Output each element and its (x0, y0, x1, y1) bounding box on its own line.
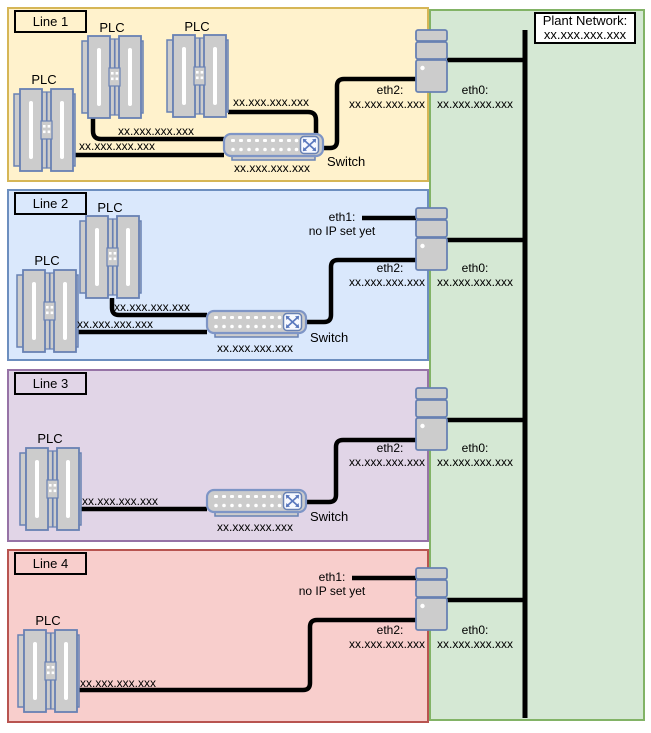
plc-ip-label: xx.xxx.xxx.xxx (79, 139, 155, 153)
plc-ip-label: xx.xxx.xxx.xxx (118, 124, 194, 138)
eth1-note-label: no IP set yet (299, 584, 366, 598)
eth2-label: eth2: (377, 83, 404, 97)
plant-network-label-group: Plant Network: xx.xxx.xxx.xxx (534, 12, 636, 44)
plant-network-label-box (534, 12, 636, 44)
plc-ip-label: xx.xxx.xxx.xxx (80, 676, 156, 690)
cable-plc-to-switch (90, 118, 224, 142)
switch-ip-label: xx.xxx.xxx.xxx (217, 520, 293, 534)
plc-ip-label: xx.xxx.xxx.xxx (82, 494, 158, 508)
eth0-label: eth0: (462, 623, 489, 637)
eth2-ip-label: xx.xxx.xxx.xxx (349, 637, 425, 651)
line-3-title: Line 3 (33, 376, 68, 391)
eth1-note-label: no IP set yet (309, 224, 376, 238)
switch-label: Switch (310, 509, 348, 524)
plc-icon (16, 269, 79, 353)
eth0-ip-label: xx.xxx.xxx.xxx (437, 637, 513, 651)
eth0-label: eth0: (462, 83, 489, 97)
plc-icon (81, 35, 144, 119)
plc-ip-label: xx.xxx.xxx.xxx (77, 317, 153, 331)
switch-label: Switch (327, 154, 365, 169)
plant-network-region (429, 9, 645, 721)
eth0-label: eth0: (462, 261, 489, 275)
cable-plc-to-switch (228, 109, 319, 136)
plc-label: PLC (37, 431, 62, 446)
line-2-label-box (14, 192, 87, 215)
line-3-label-box (14, 372, 87, 395)
eth0-label: eth0: (462, 441, 489, 455)
plc-label: PLC (31, 72, 56, 87)
line-3-group: Line 3 PLC xx.xxx.xxx.xxx Switch xx.xxx.… (14, 372, 525, 534)
switch-icon (205, 309, 308, 339)
plc-icon (166, 34, 229, 118)
plc-label: PLC (99, 20, 124, 35)
server-icon (415, 387, 448, 451)
plc-icon (13, 88, 76, 172)
line-1-label-box (14, 10, 87, 33)
plc-label: PLC (34, 253, 59, 268)
switch-ip-label: xx.xxx.xxx.xxx (234, 161, 310, 175)
cable-switch-to-server-eth2 (306, 437, 416, 505)
plant-network-ip-label: xx.xxx.xxx.xxx (544, 27, 627, 42)
line-2-title: Line 2 (33, 196, 68, 211)
line-1-group: Line 1 PLC PLC PLC xx.xxx.xxx.xxx xx.xxx… (13, 10, 525, 175)
plc-ip-label: xx.xxx.xxx.xxx (233, 95, 309, 109)
line-2-group: Line 2 PLC PLC xx.xxx.xxx.xxx xx.xxx.xxx… (14, 192, 525, 355)
plc-label: PLC (184, 19, 209, 34)
cable-plc-to-server-eth2 (79, 617, 416, 693)
plc-icon (17, 629, 80, 713)
switch-label: Switch (310, 330, 348, 345)
eth0-ip-label: xx.xxx.xxx.xxx (437, 275, 513, 289)
eth2-ip-label: xx.xxx.xxx.xxx (349, 97, 425, 111)
line-4-label-box (14, 552, 87, 575)
switch-icon (205, 488, 308, 518)
plc-icon (79, 215, 142, 299)
eth1-label: eth1: (319, 570, 346, 584)
plc-ip-label: xx.xxx.xxx.xxx (114, 300, 190, 314)
cable-plc-to-switch (109, 298, 207, 318)
plant-network-title: Plant Network: (543, 13, 628, 28)
eth0-ip-label: xx.xxx.xxx.xxx (437, 97, 513, 111)
switch-icon (222, 132, 325, 162)
line-4-title: Line 4 (33, 556, 68, 571)
eth2-label: eth2: (377, 441, 404, 455)
cable-switch-to-server-eth2 (323, 76, 416, 151)
plc-icon (19, 447, 82, 531)
eth0-ip-label: xx.xxx.xxx.xxx (437, 455, 513, 469)
switch-ip-label: xx.xxx.xxx.xxx (217, 341, 293, 355)
server-icon (415, 567, 448, 631)
server-icon (415, 207, 448, 271)
plc-label: PLC (35, 613, 60, 628)
eth2-label: eth2: (377, 261, 404, 275)
eth1-label: eth1: (329, 210, 356, 224)
eth2-ip-label: xx.xxx.xxx.xxx (349, 275, 425, 289)
cable-switch-to-server-eth2 (306, 257, 416, 325)
plc-label: PLC (97, 200, 122, 215)
eth2-ip-label: xx.xxx.xxx.xxx (349, 455, 425, 469)
line-4-group: Line 4 PLC xx.xxx.xxx.xxx eth1: no IP se… (14, 552, 525, 713)
line-1-title: Line 1 (33, 14, 68, 29)
server-icon (415, 29, 448, 93)
eth2-label: eth2: (377, 623, 404, 637)
